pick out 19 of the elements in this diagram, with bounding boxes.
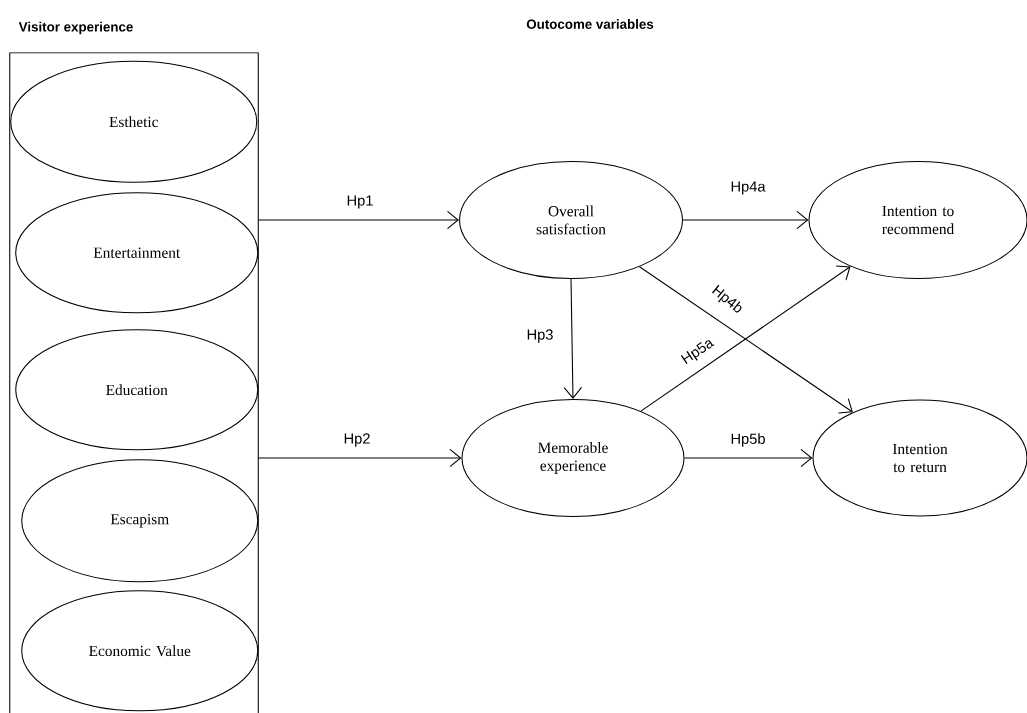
edge-label: Hp1 [345, 194, 375, 210]
ellipse-node: Esthetic [10, 60, 258, 183]
arrow [684, 448, 813, 468]
edge-label: Hp5a [677, 334, 719, 370]
edge-label: Hp2 [342, 432, 372, 448]
edge-label: Hp5b [729, 431, 767, 449]
heading: Outocome variables [526, 19, 654, 29]
ellipse-node: Escapism [21, 459, 259, 583]
edge-label: Hp4a [729, 180, 767, 196]
ellipse-node: Overall satisfaction [458, 160, 684, 280]
ellipse-node: Economic Value [21, 590, 259, 712]
ellipse-node: Entertainment [15, 192, 259, 314]
ellipse-node: Memorable experience [461, 398, 685, 518]
arrow [563, 278, 582, 399]
edge-label: Hp3 [525, 328, 555, 344]
arrow [257, 210, 459, 230]
ellipse-node: Education [15, 329, 259, 451]
arrow [257, 448, 462, 468]
arrow [682, 210, 809, 230]
